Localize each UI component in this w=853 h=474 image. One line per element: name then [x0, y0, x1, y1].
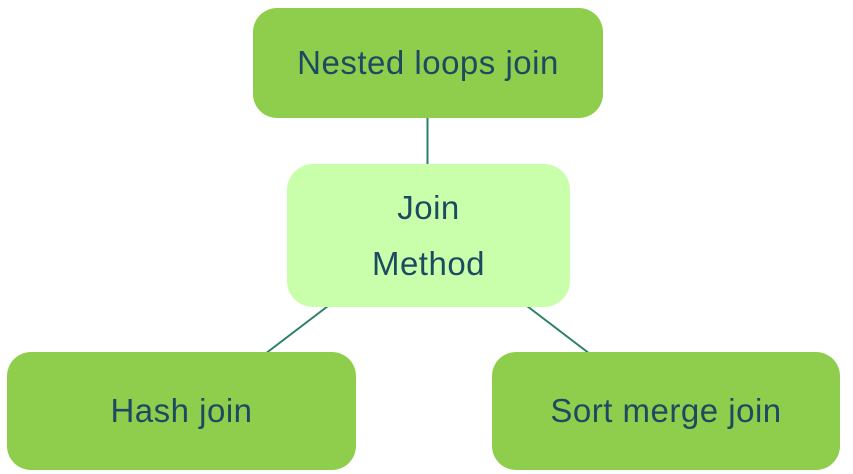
node-hash-join: Hash join [7, 352, 356, 470]
node-hash-join-label: Hash join [110, 392, 253, 429]
node-nested-loops-join-label: Nested loops join [297, 44, 559, 81]
node-sort-merge-join-label: Sort merge join [550, 392, 782, 429]
node-join-method: Join Method [287, 164, 570, 307]
node-join-method-label-line1: Join [397, 188, 460, 226]
node-join-method-label-line2: Method [371, 244, 486, 282]
connector-left [264, 305, 329, 355]
node-sort-merge-join: Sort merge join [492, 352, 840, 470]
connector-right [526, 305, 591, 355]
node-nested-loops-join: Nested loops join [253, 8, 603, 118]
